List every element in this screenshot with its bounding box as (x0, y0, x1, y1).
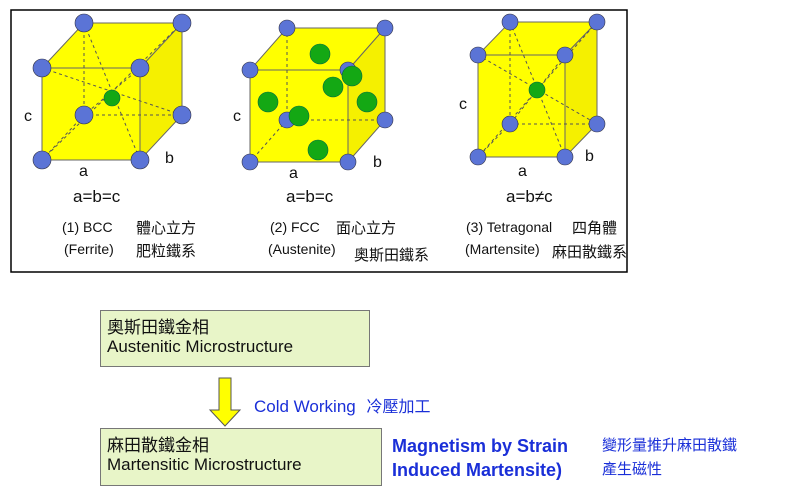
bcc-edge-b-label: b (165, 150, 174, 167)
tet-caption-line1-cn: 四角體 (572, 219, 617, 237)
tet-edge-a-label: a (518, 163, 527, 180)
bcc-caption-line2: (Ferrite) (64, 241, 114, 257)
cold-working-arrow (208, 377, 242, 427)
bcc-unit-cell (32, 13, 192, 170)
bcc-equation: a=b=c (73, 187, 121, 206)
fcc-edge-c-label: c (233, 108, 241, 125)
magnetism-en-line2: Induced Martensite) (392, 460, 563, 480)
cold-working-en: Cold Working (254, 397, 356, 416)
austenite-box-cn: 奧斯田鐵金相 (107, 318, 209, 338)
magnetism-cn-line2: 產生磁性 (602, 460, 663, 478)
tet-center-atom (528, 81, 546, 99)
tet-caption-line1: (3) Tetragonal (466, 219, 552, 235)
magnetism-en-line1: Magnetism by Strain (392, 436, 569, 456)
tet-equation: a=b≠c (506, 187, 553, 206)
martensite-box: 麻田散鐵金相 Martensitic Microstructure (100, 428, 382, 486)
bcc-center-atom (103, 89, 121, 107)
bcc-corner-atoms (32, 13, 192, 170)
tet-caption-line2-cn: 麻田散鐵系 (552, 243, 627, 261)
bcc-caption-line1: (1) BCC (62, 219, 113, 235)
austenite-box: 奧斯田鐵金相 Austenitic Microstructure (100, 310, 370, 367)
bcc-edge-c-label: c (24, 108, 32, 125)
fcc-equation: a=b=c (286, 187, 334, 206)
tet-corner-atoms (469, 13, 606, 166)
martensite-box-cn: 麻田散鐵金相 (107, 436, 209, 456)
tet-cube-front-face (477, 54, 566, 158)
magnetism-cn-line1: 變形量推升麻田散鐵 (602, 436, 738, 454)
tetragonal-unit-cell (469, 13, 606, 166)
martensite-box-en: Martensitic Microstructure (107, 455, 302, 474)
fcc-corner-atoms (241, 19, 394, 171)
austenite-box-en: Austenitic Microstructure (107, 337, 294, 356)
fcc-unit-cell (241, 19, 394, 171)
fcc-edge-b-label: b (373, 154, 382, 171)
cold-working-label: Cold Working 冷壓加工 (254, 393, 430, 417)
fcc-edge-a-label: a (289, 165, 298, 182)
fcc-face-atoms (257, 43, 378, 161)
fcc-caption-line2: (Austenite) (268, 241, 336, 257)
bcc-caption-line1-cn: 體心立方 (136, 219, 196, 237)
bcc-caption-line2-cn: 肥粒鐵系 (136, 242, 196, 260)
tet-caption-line2: (Martensite) (465, 241, 540, 257)
tet-edge-c-label: c (459, 96, 467, 113)
fcc-caption-line2-cn: 奧斯田鐵系 (354, 246, 429, 264)
bcc-edge-a-label: a (79, 163, 88, 180)
fcc-caption-line1-cn: 面心立方 (336, 219, 396, 237)
fcc-hidden-edges (249, 28, 385, 163)
tet-edge-b-label: b (585, 148, 594, 165)
cold-working-cn: 冷壓加工 (366, 397, 431, 416)
fcc-caption-line1: (2) FCC (270, 219, 320, 235)
